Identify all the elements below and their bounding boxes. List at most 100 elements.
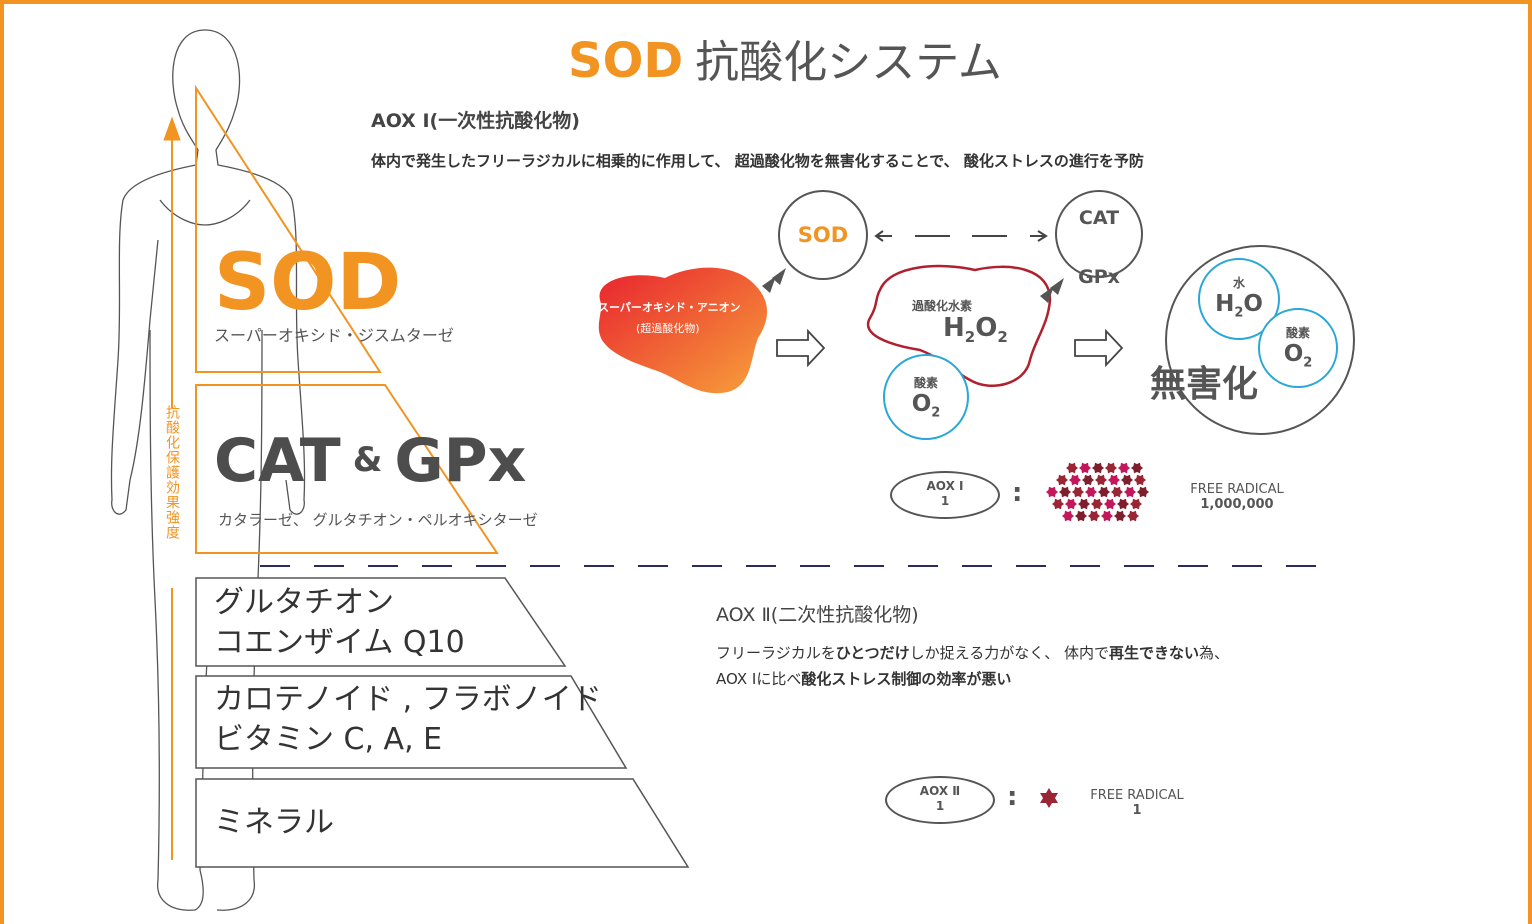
fr1-count: 1,000,000 <box>1200 497 1274 512</box>
free-radical-star <box>1069 474 1081 486</box>
cat-node-label: CAT GPx <box>1057 207 1141 288</box>
oxygen-circle-right: 酸素 O2 <box>1258 308 1338 388</box>
water-formula: H2O <box>1215 291 1263 321</box>
free-radical-star <box>1127 510 1139 522</box>
right-arrow-1 <box>776 328 826 368</box>
aox2-line1-d: 再生できない <box>1108 644 1199 662</box>
superoxide-label: スーパーオキシド・アニオン <box>598 301 741 314</box>
o2-formula-left: O2 <box>911 391 941 421</box>
fr2-label: FREE RADICAL <box>1090 788 1184 803</box>
vertical-arrow <box>163 116 181 860</box>
free-radical-star <box>1078 498 1090 510</box>
free-radical-star <box>1075 510 1087 522</box>
free-radical-star <box>1056 474 1068 486</box>
sod-tier-sub: スーパーオキシド・ジスムターゼ <box>214 326 454 345</box>
h2o2-label: 過酸化水素 <box>912 299 973 313</box>
aox1-description: 体内で発生したフリーラジカルに相乗的に作用して、 超過酸化物を無害化することで、… <box>371 152 1144 170</box>
o2-label-left: 酸素 <box>913 376 938 390</box>
free-radical-star <box>1114 510 1126 522</box>
aox2-pill-label: AOX Ⅱ <box>919 784 961 798</box>
aox2-pill-count: 1 <box>935 799 945 813</box>
free-radical-star <box>1104 498 1116 510</box>
tier4-line2: ビタミン C, A, E <box>214 722 443 757</box>
free-radical-star <box>1124 486 1136 498</box>
free-radical-star <box>1137 486 1149 498</box>
free-radical-star <box>1085 486 1097 498</box>
aox2-heading: AOX Ⅱ(二次性抗酸化物) <box>716 604 919 626</box>
pyramid-top <box>195 84 499 554</box>
free-radical-star <box>1098 486 1110 498</box>
superoxide-sub: (超過酸化物) <box>636 322 700 335</box>
aox1-pill-count: 1 <box>940 494 950 508</box>
sod-cat-arrow <box>874 230 1048 242</box>
free-radical-star <box>1134 474 1146 486</box>
free-radical-star <box>1079 462 1091 474</box>
tier3-line2: コエンザイム Q10 <box>214 625 465 660</box>
free-radical-star <box>1118 462 1130 474</box>
fr2-count: 1 <box>1132 803 1142 818</box>
h2o2-formula: H2O2 <box>943 313 1008 347</box>
free-radical-star <box>1062 510 1074 522</box>
cat-tier-label: CAT&GPx <box>214 426 526 496</box>
cat-node-line1: CAT <box>1078 207 1120 229</box>
free-radical-star <box>1111 486 1123 498</box>
aox2-line2-a: AOX Ⅰに比べ <box>716 670 802 688</box>
aox2-line2: AOX Ⅰに比べ酸化ストレス制御の効率が悪い <box>716 668 1011 689</box>
free-radical-star <box>1088 510 1100 522</box>
tier4-text: カロテノイド , フラボノイド ビタミン C, A, E <box>214 680 602 760</box>
oxygen-circle-left: 酸素 O2 <box>883 354 969 440</box>
free-radical-star <box>1121 474 1133 486</box>
superoxide-blob <box>598 267 768 394</box>
aox2-line1: フリーラジカルをひとつだけしか捉える力がなく、 体内で再生できない為、 <box>716 642 1229 663</box>
free-radical-star <box>1082 474 1094 486</box>
aox2-line1-b: ひとつだけ <box>835 644 910 662</box>
cat-label-2: GPx <box>394 426 527 496</box>
free-radical-star <box>1065 498 1077 510</box>
aox2-line2-b: 酸化ストレス制御の効率が悪い <box>801 670 1012 688</box>
free-radical-star <box>1046 486 1058 498</box>
fr1-label: FREE RADICAL <box>1190 482 1284 497</box>
free-radical-star <box>1130 498 1142 510</box>
sod-tier-label: SOD <box>214 238 402 328</box>
cat-amp: & <box>352 440 383 480</box>
harmless-circle <box>1165 245 1355 435</box>
tier3-text: グルタチオン コエンザイム Q10 <box>214 583 465 663</box>
aox2-line1-e: 為、 <box>1199 644 1230 662</box>
free-radical-star <box>1101 510 1113 522</box>
aox1-pill: AOX Ⅰ 1 <box>890 471 1000 519</box>
cat-tier-sub: カタラーゼ、 グルタチオン・ペルオキシターゼ <box>218 511 538 529</box>
title-rest: 抗酸化システム <box>695 37 1002 88</box>
aox2-pill: AOX Ⅱ 1 <box>885 776 995 824</box>
tier3-line1: グルタチオン <box>214 585 394 620</box>
o2-label-right: 酸素 <box>1285 326 1310 340</box>
harmless-text: 無害化 <box>1150 364 1259 405</box>
tier5-text: ミネラル <box>214 805 334 840</box>
free-radical-star <box>1095 474 1107 486</box>
free-radical-single <box>1040 788 1058 808</box>
axis-label: 抗酸化保護効果強度 <box>164 405 180 540</box>
free-radical-star <box>1092 462 1104 474</box>
free-radical-star <box>1117 498 1129 510</box>
aox2-line1-a: フリーラジカルを <box>716 644 836 662</box>
free-radical-star <box>1091 498 1103 510</box>
h2o2-blob <box>866 264 1052 387</box>
ratio2-colon: : <box>1007 782 1018 812</box>
free-radical-star <box>1059 486 1071 498</box>
free-radical-cluster <box>1046 462 1149 522</box>
cat-node-line2: GPx <box>1078 266 1120 288</box>
free-radical-star <box>1131 462 1143 474</box>
sod-node-label: SOD <box>797 223 849 247</box>
tier4-line1: カロテノイド , フラボノイド <box>214 682 602 717</box>
aox1-heading: AOX Ⅰ(一次性抗酸化物) <box>371 110 580 132</box>
free-radical-star <box>1105 462 1117 474</box>
ratio1-radical-label: FREE RADICAL 1,000,000 <box>1177 482 1297 512</box>
o2-formula-right: O2 <box>1283 341 1313 371</box>
water-label: 水 <box>1232 276 1245 290</box>
free-radical-star <box>1052 498 1064 510</box>
free-radical-star <box>1072 486 1084 498</box>
right-arrow-2 <box>1074 328 1124 368</box>
aox1-pill-label: AOX Ⅰ <box>926 479 964 493</box>
